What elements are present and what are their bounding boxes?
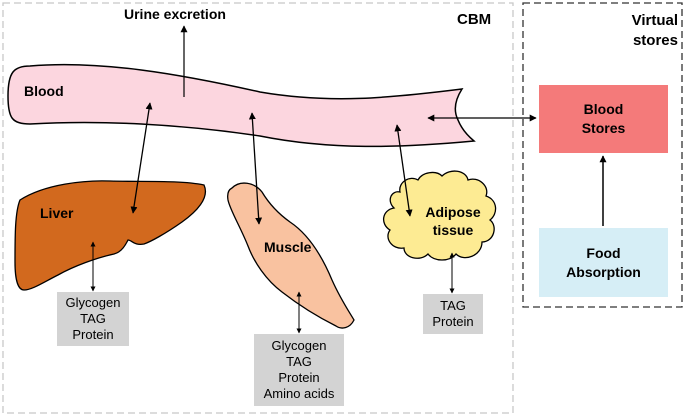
muscle-store-item: TAG <box>286 354 312 369</box>
liver-store-box: Glycogen TAG Protein <box>57 292 129 346</box>
muscle-store-box: Glycogen TAG Protein Amino acids <box>254 334 344 406</box>
food-absorption-label: Food Absorption <box>539 228 668 297</box>
liver-store-item: TAG <box>80 311 106 326</box>
blood-muscle-arrow <box>248 112 263 225</box>
blood-stores-label-line1: Blood <box>583 101 624 117</box>
liver-shape <box>14 180 207 291</box>
liver-store-item: Glycogen <box>65 295 121 310</box>
muscle-store-item: Protein <box>278 370 320 385</box>
blood-liver-arrow <box>130 102 153 214</box>
liver-store-item: Protein <box>72 327 114 342</box>
adipose-store-item: Protein <box>432 314 474 329</box>
virtual-stores-region-border <box>522 2 683 308</box>
muscle-store-item: Glycogen <box>271 338 327 353</box>
blood-adipose-arrow <box>394 124 413 217</box>
virtual-stores-label-line1: Virtual <box>631 12 678 29</box>
food-absorption-label-line2: Absorption <box>566 263 641 280</box>
muscle-shape <box>226 182 355 329</box>
blood-label: Blood <box>24 83 64 99</box>
adipose-label-line2: tissue <box>432 222 474 238</box>
food-absorption-box-shape <box>539 228 668 297</box>
blood-vessel-shape <box>7 63 476 148</box>
virtual-stores-label-line2: stores <box>632 32 678 49</box>
blood-stores-label: Blood Stores <box>539 85 668 153</box>
urine-excretion-label: Urine excretion <box>124 6 226 22</box>
virtual-stores-label: Virtual stores <box>606 11 678 51</box>
muscle-label: Muscle <box>264 239 312 255</box>
adipose-label-line1: Adipose <box>425 204 481 220</box>
cbm-label: CBM <box>457 11 492 28</box>
adipose-store-item: TAG <box>440 298 466 313</box>
cbm-region-border <box>2 2 514 414</box>
blood-stores-box-shape <box>539 85 668 153</box>
muscle-store-item: Amino acids <box>263 386 335 401</box>
adipose-store-box: TAG Protein <box>423 294 483 334</box>
liver-label: Liver <box>40 205 74 221</box>
blood-stores-label-line2: Stores <box>581 120 626 136</box>
food-absorption-label-line1: Food <box>586 244 621 261</box>
adipose-tissue-label: Adipose tissue <box>414 203 492 239</box>
